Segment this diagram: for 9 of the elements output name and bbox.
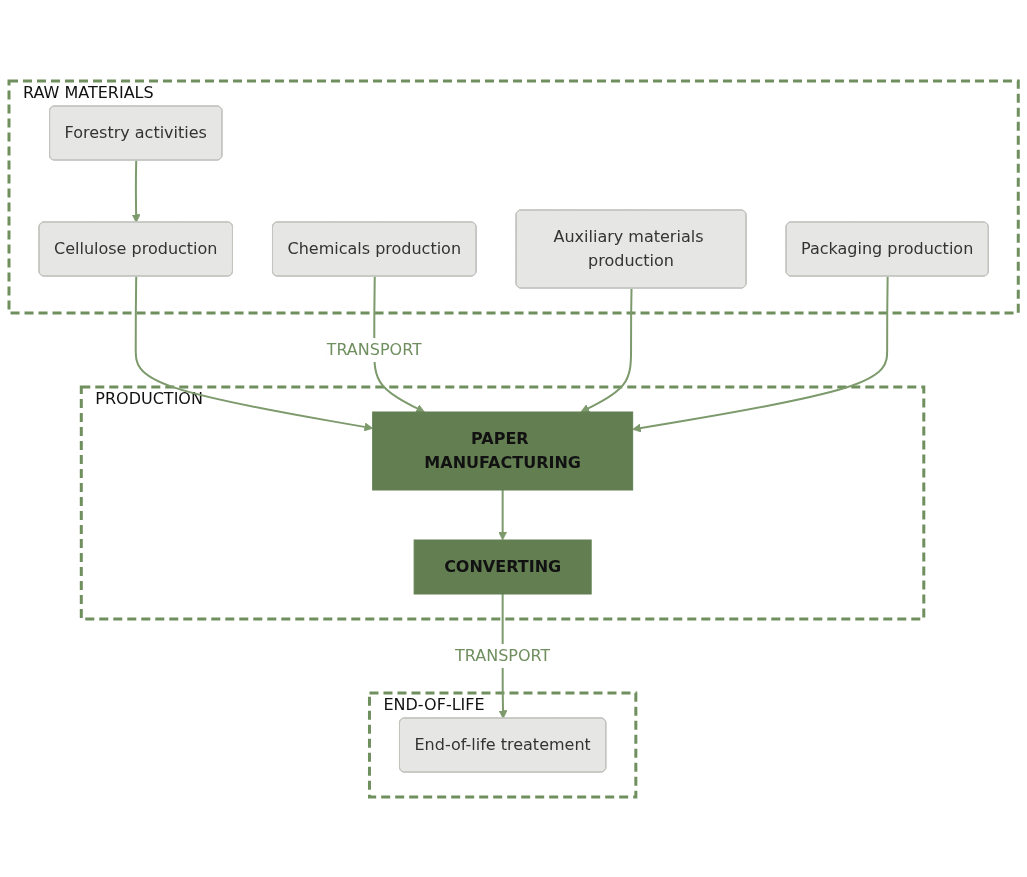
arrow	[131, 159, 141, 223]
arrow	[580, 287, 633, 412]
node-box: CONVERTING	[413, 539, 592, 594]
arrow	[498, 488, 507, 540]
arrow	[134, 275, 373, 431]
arrow	[632, 275, 889, 432]
edge-label: TRANSPORT	[326, 339, 422, 359]
edge-label: TRANSPORT	[454, 645, 551, 665]
node-box: PAPER MANUFACTURING	[372, 411, 633, 490]
